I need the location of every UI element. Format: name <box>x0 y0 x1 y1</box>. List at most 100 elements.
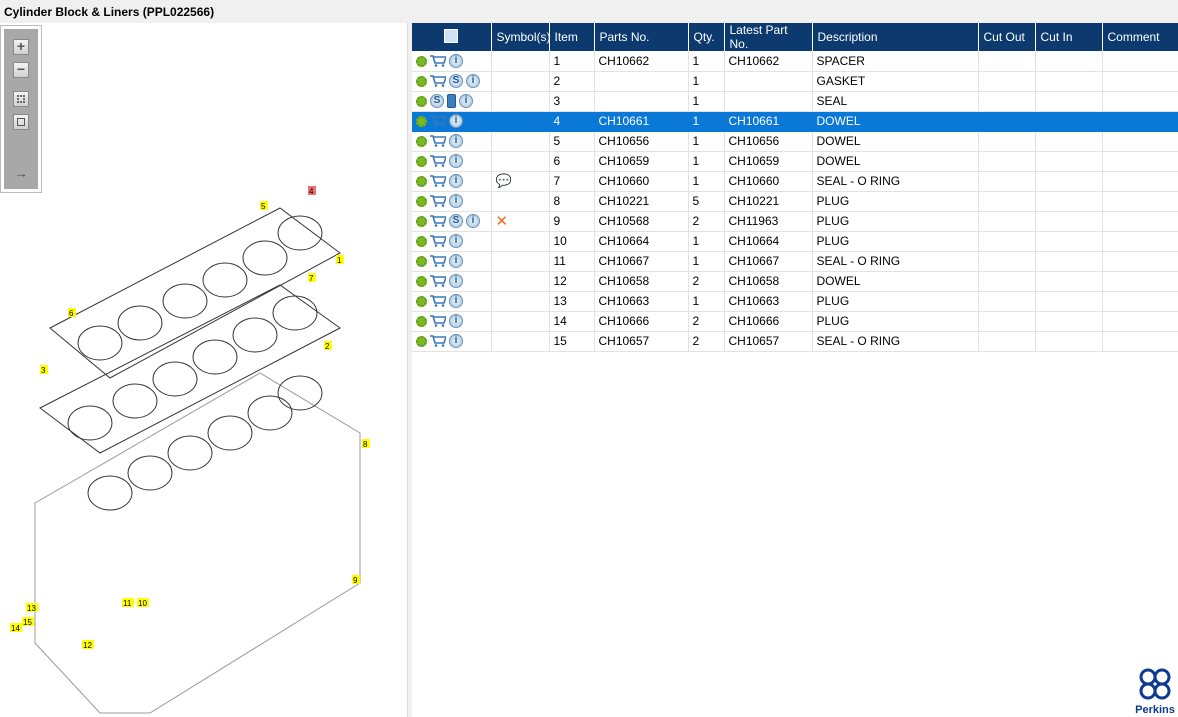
info-icon[interactable]: i <box>449 314 463 329</box>
comment-cell <box>1102 171 1178 192</box>
info-icon[interactable]: i <box>449 194 463 209</box>
cart-icon[interactable] <box>430 175 448 188</box>
cart-icon[interactable] <box>430 235 448 248</box>
column-header[interactable]: Description <box>812 23 979 51</box>
info-icon[interactable]: i <box>449 274 463 289</box>
callout-3[interactable]: 3 <box>40 365 48 375</box>
info-icon[interactable]: i <box>466 214 480 229</box>
column-header[interactable]: Latest Part No. <box>724 23 813 51</box>
part-number-cell: CH10657 <box>594 331 689 352</box>
info-icon[interactable]: i <box>449 174 463 189</box>
info-icon[interactable]: i <box>449 254 463 269</box>
gear-icon[interactable] <box>416 255 427 267</box>
column-header[interactable]: Cut In <box>1035 23 1103 51</box>
cut-out-cell <box>978 291 1036 312</box>
zoom-out-button[interactable]: − <box>13 62 29 78</box>
gear-icon[interactable] <box>416 275 427 287</box>
cart-icon[interactable] <box>430 155 448 168</box>
pane-splitter[interactable] <box>407 23 412 717</box>
cart-icon[interactable] <box>430 295 448 308</box>
table-row[interactable]: i 15 CH10657 2 CH10657 SEAL - O RING <box>412 331 1178 352</box>
export-button[interactable]: → <box>13 166 29 183</box>
supersession-icon[interactable]: S <box>430 94 444 109</box>
info-icon[interactable]: i <box>459 94 473 109</box>
table-row[interactable]: i 11 CH10667 1 CH10667 SEAL - O RING <box>412 251 1178 272</box>
gear-icon[interactable] <box>416 135 427 147</box>
info-icon[interactable]: i <box>449 234 463 249</box>
gear-icon[interactable] <box>416 235 427 247</box>
cart-icon[interactable] <box>430 115 448 128</box>
gear-icon[interactable] <box>416 95 427 107</box>
callout-15[interactable]: 15 <box>22 617 34 627</box>
cart-icon[interactable] <box>430 195 448 208</box>
callout-10[interactable]: 10 <box>137 598 149 608</box>
actual-size-button[interactable] <box>13 114 29 130</box>
column-header[interactable]: Comment <box>1102 23 1178 51</box>
info-icon[interactable]: i <box>466 74 480 89</box>
info-icon[interactable]: i <box>449 54 463 69</box>
callout-8[interactable]: 8 <box>362 439 370 449</box>
gear-icon[interactable] <box>416 155 427 167</box>
callout-1[interactable]: 1 <box>336 255 344 265</box>
info-icon[interactable]: i <box>449 334 463 349</box>
gear-icon[interactable] <box>416 295 427 307</box>
supersession-icon[interactable]: S <box>449 74 463 89</box>
callout-12[interactable]: 12 <box>82 640 94 650</box>
table-row[interactable]: i 6 CH10659 1 CH10659 DOWEL <box>412 151 1178 172</box>
table-row[interactable]: i 4 CH10661 1 CH10661 DOWEL <box>412 111 1178 132</box>
cart-icon[interactable] <box>430 55 448 67</box>
table-row[interactable]: i 14 CH10666 2 CH10666 PLUG <box>412 311 1178 332</box>
info-icon[interactable]: i <box>449 294 463 309</box>
cart-icon[interactable] <box>430 315 448 328</box>
cart-icon[interactable] <box>430 215 448 228</box>
book-icon[interactable] <box>447 94 456 109</box>
cart-icon[interactable] <box>430 135 448 148</box>
callout-2[interactable]: 2 <box>324 341 332 351</box>
info-icon[interactable]: i <box>449 114 463 129</box>
table-row[interactable]: i 10 CH10664 1 CH10664 PLUG <box>412 231 1178 252</box>
table-row[interactable]: i 8 CH10221 5 CH10221 PLUG <box>412 191 1178 212</box>
callout-6[interactable]: 6 <box>68 308 76 318</box>
info-icon[interactable]: i <box>449 154 463 169</box>
callout-4[interactable]: 4 <box>308 186 316 196</box>
gear-icon[interactable] <box>416 175 427 187</box>
callout-5[interactable]: 5 <box>260 201 268 211</box>
callout-9[interactable]: 9 <box>352 575 360 585</box>
column-header[interactable]: Cut Out <box>978 23 1036 51</box>
cart-icon[interactable] <box>430 275 448 288</box>
cart-icon[interactable] <box>430 335 448 348</box>
latest-part-cell: CH10664 <box>724 231 813 252</box>
column-header[interactable]: Item <box>549 23 595 51</box>
table-row[interactable]: i 1 CH10662 1 CH10662 SPACER <box>412 51 1178 72</box>
table-row[interactable]: i 5 CH10656 1 CH10656 DOWEL <box>412 131 1178 152</box>
column-header[interactable]: Symbol(s) <box>491 23 551 51</box>
symbol-cell <box>491 331 550 352</box>
gear-icon[interactable] <box>416 215 427 227</box>
callout-13[interactable]: 13 <box>26 603 38 613</box>
callout-7[interactable]: 7 <box>308 273 316 283</box>
gear-icon[interactable] <box>416 115 427 127</box>
cart-icon[interactable] <box>430 255 448 268</box>
gear-icon[interactable] <box>416 75 427 87</box>
fit-all-button[interactable] <box>13 91 29 107</box>
table-row[interactable]: i 13 CH10663 1 CH10663 PLUG <box>412 291 1178 312</box>
column-header[interactable]: Parts No. <box>594 23 689 51</box>
gear-icon[interactable] <box>416 335 427 347</box>
gear-icon[interactable] <box>416 55 427 67</box>
column-header[interactable]: Qty. <box>688 23 725 51</box>
table-row[interactable]: i 💬 7 CH10660 1 CH10660 SEAL - O RING <box>412 171 1178 192</box>
callout-11[interactable]: 11 <box>122 598 134 608</box>
zoom-in-button[interactable]: + <box>13 39 29 55</box>
supersession-icon[interactable]: S <box>449 214 463 229</box>
info-icon[interactable]: i <box>449 134 463 149</box>
gear-icon[interactable] <box>416 315 427 327</box>
cart-icon[interactable] <box>430 75 448 88</box>
callout-14[interactable]: 14 <box>10 623 22 633</box>
table-row[interactable]: i 12 CH10658 2 CH10658 DOWEL <box>412 271 1178 292</box>
column-header-actions[interactable] <box>412 23 492 51</box>
gear-icon[interactable] <box>416 195 427 207</box>
